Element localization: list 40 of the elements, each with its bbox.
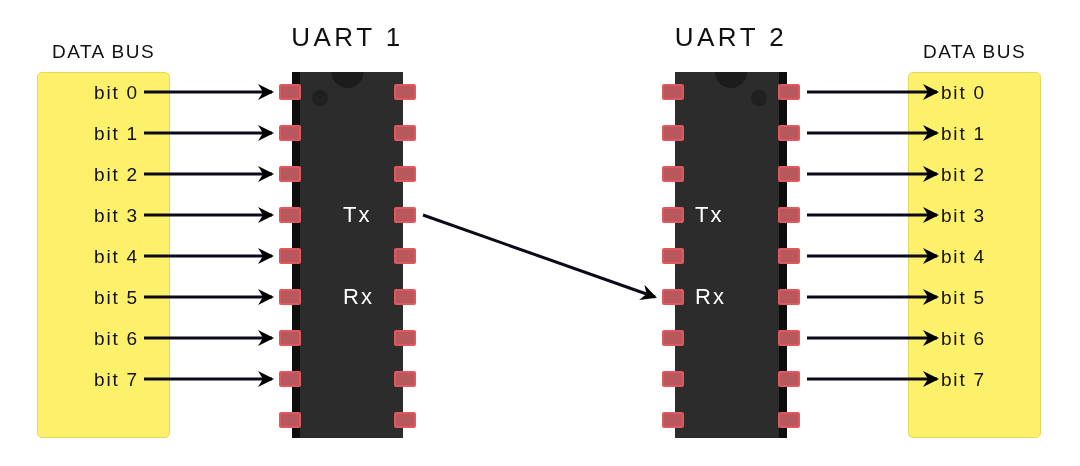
arrow bbox=[144, 248, 274, 264]
bit-label: bit 6 bbox=[67, 326, 139, 352]
arrow bbox=[807, 125, 939, 141]
arrow bbox=[807, 166, 939, 182]
chip-title: UART 1 bbox=[291, 22, 404, 53]
arrow bbox=[144, 125, 274, 141]
arrow bbox=[144, 371, 274, 387]
arrow bbox=[144, 84, 274, 100]
pin-label: Rx bbox=[695, 284, 726, 310]
arrow bbox=[807, 207, 939, 223]
arrow bbox=[807, 84, 939, 100]
bit-label: bit 2 bbox=[67, 162, 139, 188]
bit-label: bit 1 bbox=[67, 121, 139, 147]
bit-label: bit 7 bbox=[941, 367, 1009, 393]
arrow bbox=[144, 289, 274, 305]
pin-label: Tx bbox=[343, 202, 372, 228]
bit-label: bit 6 bbox=[941, 326, 1009, 352]
arrow bbox=[144, 207, 274, 223]
bit-label: bit 0 bbox=[941, 80, 1009, 106]
bit-label: bit 7 bbox=[67, 367, 139, 393]
bit-label: bit 3 bbox=[941, 203, 1009, 229]
bit-label: bit 4 bbox=[941, 244, 1009, 270]
chip-title: UART 2 bbox=[674, 22, 788, 53]
bit-label: bit 3 bbox=[67, 203, 139, 229]
arrow bbox=[807, 248, 939, 264]
bit-label: bit 5 bbox=[67, 285, 139, 311]
arrow bbox=[807, 289, 939, 305]
arrow bbox=[807, 330, 939, 346]
pin-label: Tx bbox=[695, 202, 724, 228]
bit-label: bit 5 bbox=[941, 285, 1009, 311]
bit-label: bit 2 bbox=[941, 162, 1009, 188]
bit-label: bit 1 bbox=[941, 121, 1009, 147]
arrow bbox=[807, 371, 939, 387]
bit-label: bit 0 bbox=[67, 80, 139, 106]
pin-label: Rx bbox=[343, 284, 374, 310]
arrow bbox=[144, 166, 274, 182]
bus-heading: DATA BUS bbox=[51, 41, 156, 63]
bit-label: bit 4 bbox=[67, 244, 139, 270]
arrow bbox=[144, 330, 274, 346]
bus-heading: DATA BUS bbox=[922, 41, 1027, 63]
